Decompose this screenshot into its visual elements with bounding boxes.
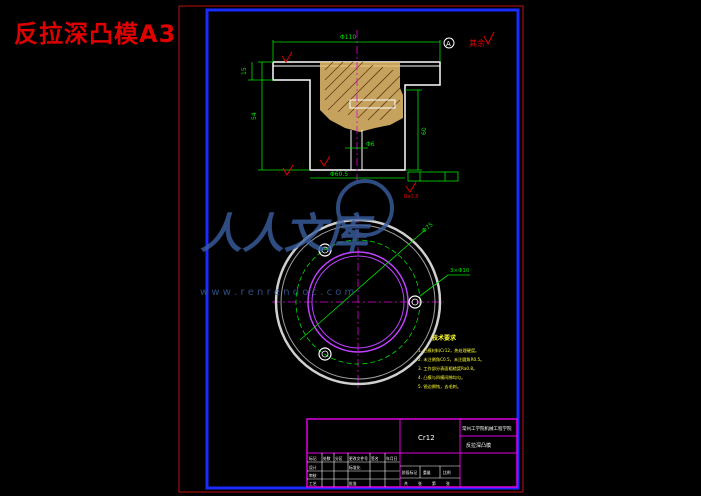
dimension-lines: [248, 40, 441, 179]
section-hatch: [320, 62, 403, 132]
tb-cell: 年月日: [386, 456, 398, 461]
dim-flange-height: 15: [241, 67, 248, 75]
tolerance-frame: [407, 171, 459, 182]
watermark-url: w w w . r e n r e n d o c . c o m: [200, 287, 354, 298]
tb-cell: 更改文件号: [349, 456, 368, 461]
tb-cell: 处数: [323, 456, 331, 461]
tb-cell: 审核: [309, 473, 317, 478]
datum-label: A: [446, 40, 451, 48]
roughness-icon: [483, 31, 495, 46]
bolt-holes: [318, 243, 422, 361]
hole-callout: 3×Φ10: [450, 268, 470, 274]
tb-cell: 工艺: [309, 481, 317, 486]
pcd-circle: [295, 239, 421, 365]
surface-roughness-label: Ra0.8: [404, 194, 418, 200]
dim-bottom-width: Φ60.5: [330, 171, 348, 178]
tb-cell: 设计: [309, 465, 317, 470]
tb-cell: 标准化: [349, 465, 361, 470]
pcd-leader: [299, 229, 426, 341]
tb-cell: 签名: [371, 456, 379, 461]
roughness-icon-bottom: [282, 164, 294, 176]
tb-cell: 张: [446, 481, 450, 486]
outer-flange-circle: [274, 218, 442, 386]
part-name: 反拉深凸模: [466, 442, 491, 449]
watermark: 人人文库 w w w . r e n r e n d o c . c o m: [200, 179, 394, 298]
flange-chamfer-circle: [280, 224, 436, 380]
front-view: Φ110 Φ60.5 54 15 60 Φ6 A 其余 Ra0.8: [241, 30, 495, 200]
note-item: 4. 凸模与凹模间隙均匀。: [418, 374, 465, 381]
note-item: 5. 锐边倒钝，去毛刺。: [418, 383, 461, 390]
tb-cell: 分区: [335, 456, 343, 461]
technical-notes: 技术要求 1. 凸模材料Cr12，热处理硬度。 2. 未注倒角C0.5，未注圆角…: [418, 334, 484, 390]
body-circle: [307, 251, 409, 353]
tb-cell: 共: [404, 481, 408, 486]
hatch-lines: [324, 61, 401, 121]
school-name: 常州工学院机械工程学院: [462, 425, 512, 432]
tb-cell: 阶段标记: [402, 470, 417, 475]
tb-cell: 重量: [423, 470, 431, 475]
tb-cell: 张: [418, 481, 422, 486]
roughness-icon-flange: [281, 51, 293, 63]
watermark-logo-icon: [336, 179, 394, 237]
watermark-text: 人人文库: [200, 209, 375, 258]
title-block: Cr12 常州工学院机械工程学院 反拉深凸模 标记 处数 分区 更改文件号 签名…: [306, 418, 518, 488]
datum-circle: [443, 37, 455, 49]
dim-inner-dia: Φ6: [366, 141, 375, 148]
hole-leader: [419, 274, 449, 297]
material-label: Cr12: [418, 434, 435, 442]
plan-view: Φ75 3×Φ10: [272, 215, 470, 390]
dim-height-main: 54: [251, 112, 258, 120]
tb-cell: 第: [432, 481, 436, 486]
note-item: 3. 工作部分表面粗糙度Ra0.8。: [418, 365, 477, 372]
note-item: 1. 凸模材料Cr12，热处理硬度。: [418, 347, 479, 354]
tb-cell: 批准: [349, 481, 357, 486]
bolt-hole: [318, 243, 332, 257]
tb-cell: 比例: [443, 470, 451, 475]
dim-top-width: Φ110: [340, 34, 356, 41]
tb-cell: 标记: [309, 456, 317, 461]
rest-roughness-label: 其余: [469, 38, 485, 48]
roughness-icon-body: [319, 155, 331, 167]
page-title: 反拉深凸模A3: [14, 20, 177, 48]
bolt-hole: [408, 295, 422, 309]
bolt-hole: [318, 347, 332, 361]
outer-sheet-frame: [178, 5, 524, 493]
notes-title: 技术要求: [432, 334, 457, 342]
note-item: 2. 未注倒角C0.5，未注圆角R0.5。: [418, 356, 484, 363]
pin-hole: [349, 99, 396, 109]
drawing-border: [205, 8, 520, 490]
inner-body-circle: [311, 255, 405, 349]
dim-pcd: Φ75: [421, 221, 435, 234]
roughness-icon-right: [405, 181, 417, 193]
dim-right-height: 60: [421, 127, 428, 135]
